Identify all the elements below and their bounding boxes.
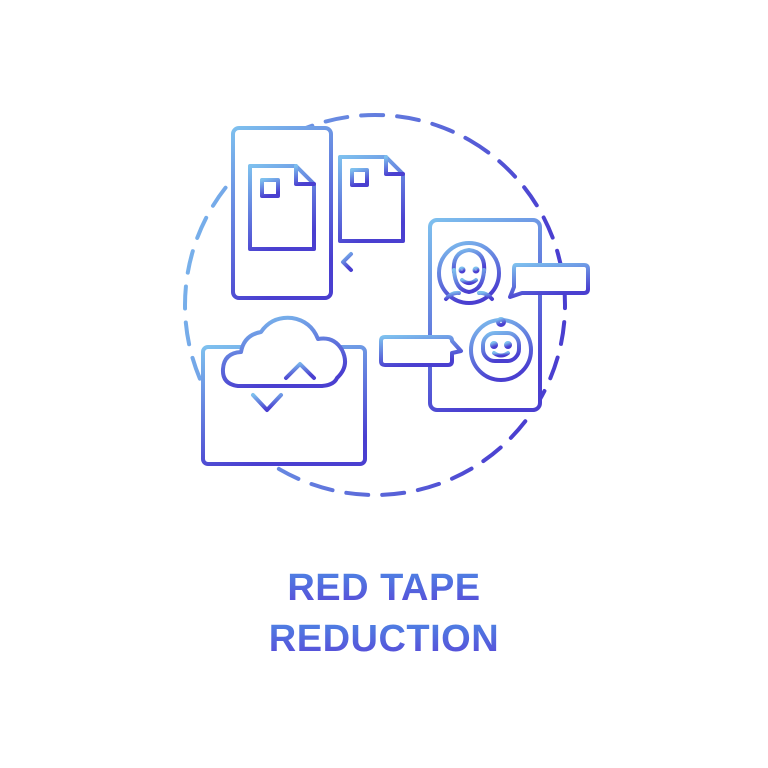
chat-bubble-icon xyxy=(379,335,463,367)
document-icon xyxy=(338,155,405,243)
dashed-circle xyxy=(183,113,567,497)
chatbot-icon xyxy=(469,317,533,382)
arrow-left-icon xyxy=(341,252,403,272)
cloud-sync-icon xyxy=(220,315,348,412)
chat-bubble-icon xyxy=(508,263,590,299)
document-icon xyxy=(248,164,316,251)
concept-title-line-2: REDUCTION xyxy=(0,614,768,664)
user-avatar-icon xyxy=(437,241,501,305)
concept-title-line-1: RED TAPE xyxy=(0,563,768,613)
